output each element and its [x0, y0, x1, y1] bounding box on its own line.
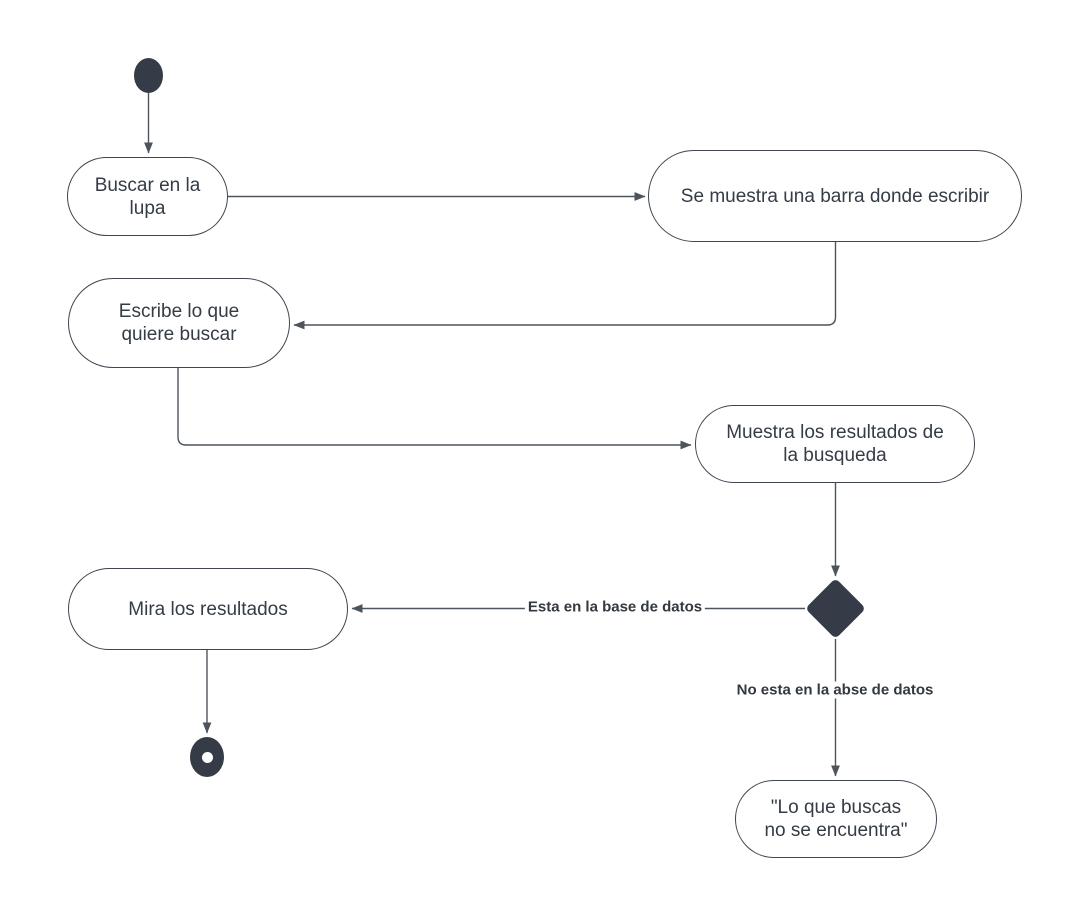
- activity-label: Buscar en la lupa: [94, 174, 201, 219]
- activity-se-muestra-barra[interactable]: Se muestra una barra donde escribir: [648, 150, 1022, 242]
- edge-escribe-to-muestra: [177, 368, 692, 450]
- activity-buscar-en-la-lupa[interactable]: Buscar en la lupa: [67, 157, 228, 236]
- activity-label: Muestra los resultados de la busqueda: [726, 422, 944, 466]
- final-node-hole: [201, 751, 213, 763]
- initial-node[interactable]: [134, 58, 163, 93]
- activity-escribe-lo-que-quiere[interactable]: Escribe lo que quiere buscar: [68, 278, 290, 368]
- activity-label: Mira los resultados: [128, 598, 288, 620]
- guard-label-esta-en-base: Esta en la base de datos: [524, 598, 706, 616]
- guard-label-no-esta-en-base: No esta en la abse de datos: [733, 681, 937, 699]
- final-node[interactable]: [190, 737, 224, 777]
- activity-label: Escribe lo que quiere buscar: [118, 301, 240, 345]
- edge-semuestra-to-escribe: [293, 242, 837, 330]
- activity-muestra-resultados[interactable]: Muestra los resultados de la busqueda: [695, 405, 975, 483]
- activity-label: "Lo que buscas no se encuentra": [764, 797, 908, 841]
- activity-no-se-encuentra[interactable]: "Lo que buscas no se encuentra": [735, 780, 937, 858]
- activity-mira-resultados[interactable]: Mira los resultados: [68, 568, 348, 650]
- activity-label: Se muestra una barra donde escribir: [680, 185, 990, 207]
